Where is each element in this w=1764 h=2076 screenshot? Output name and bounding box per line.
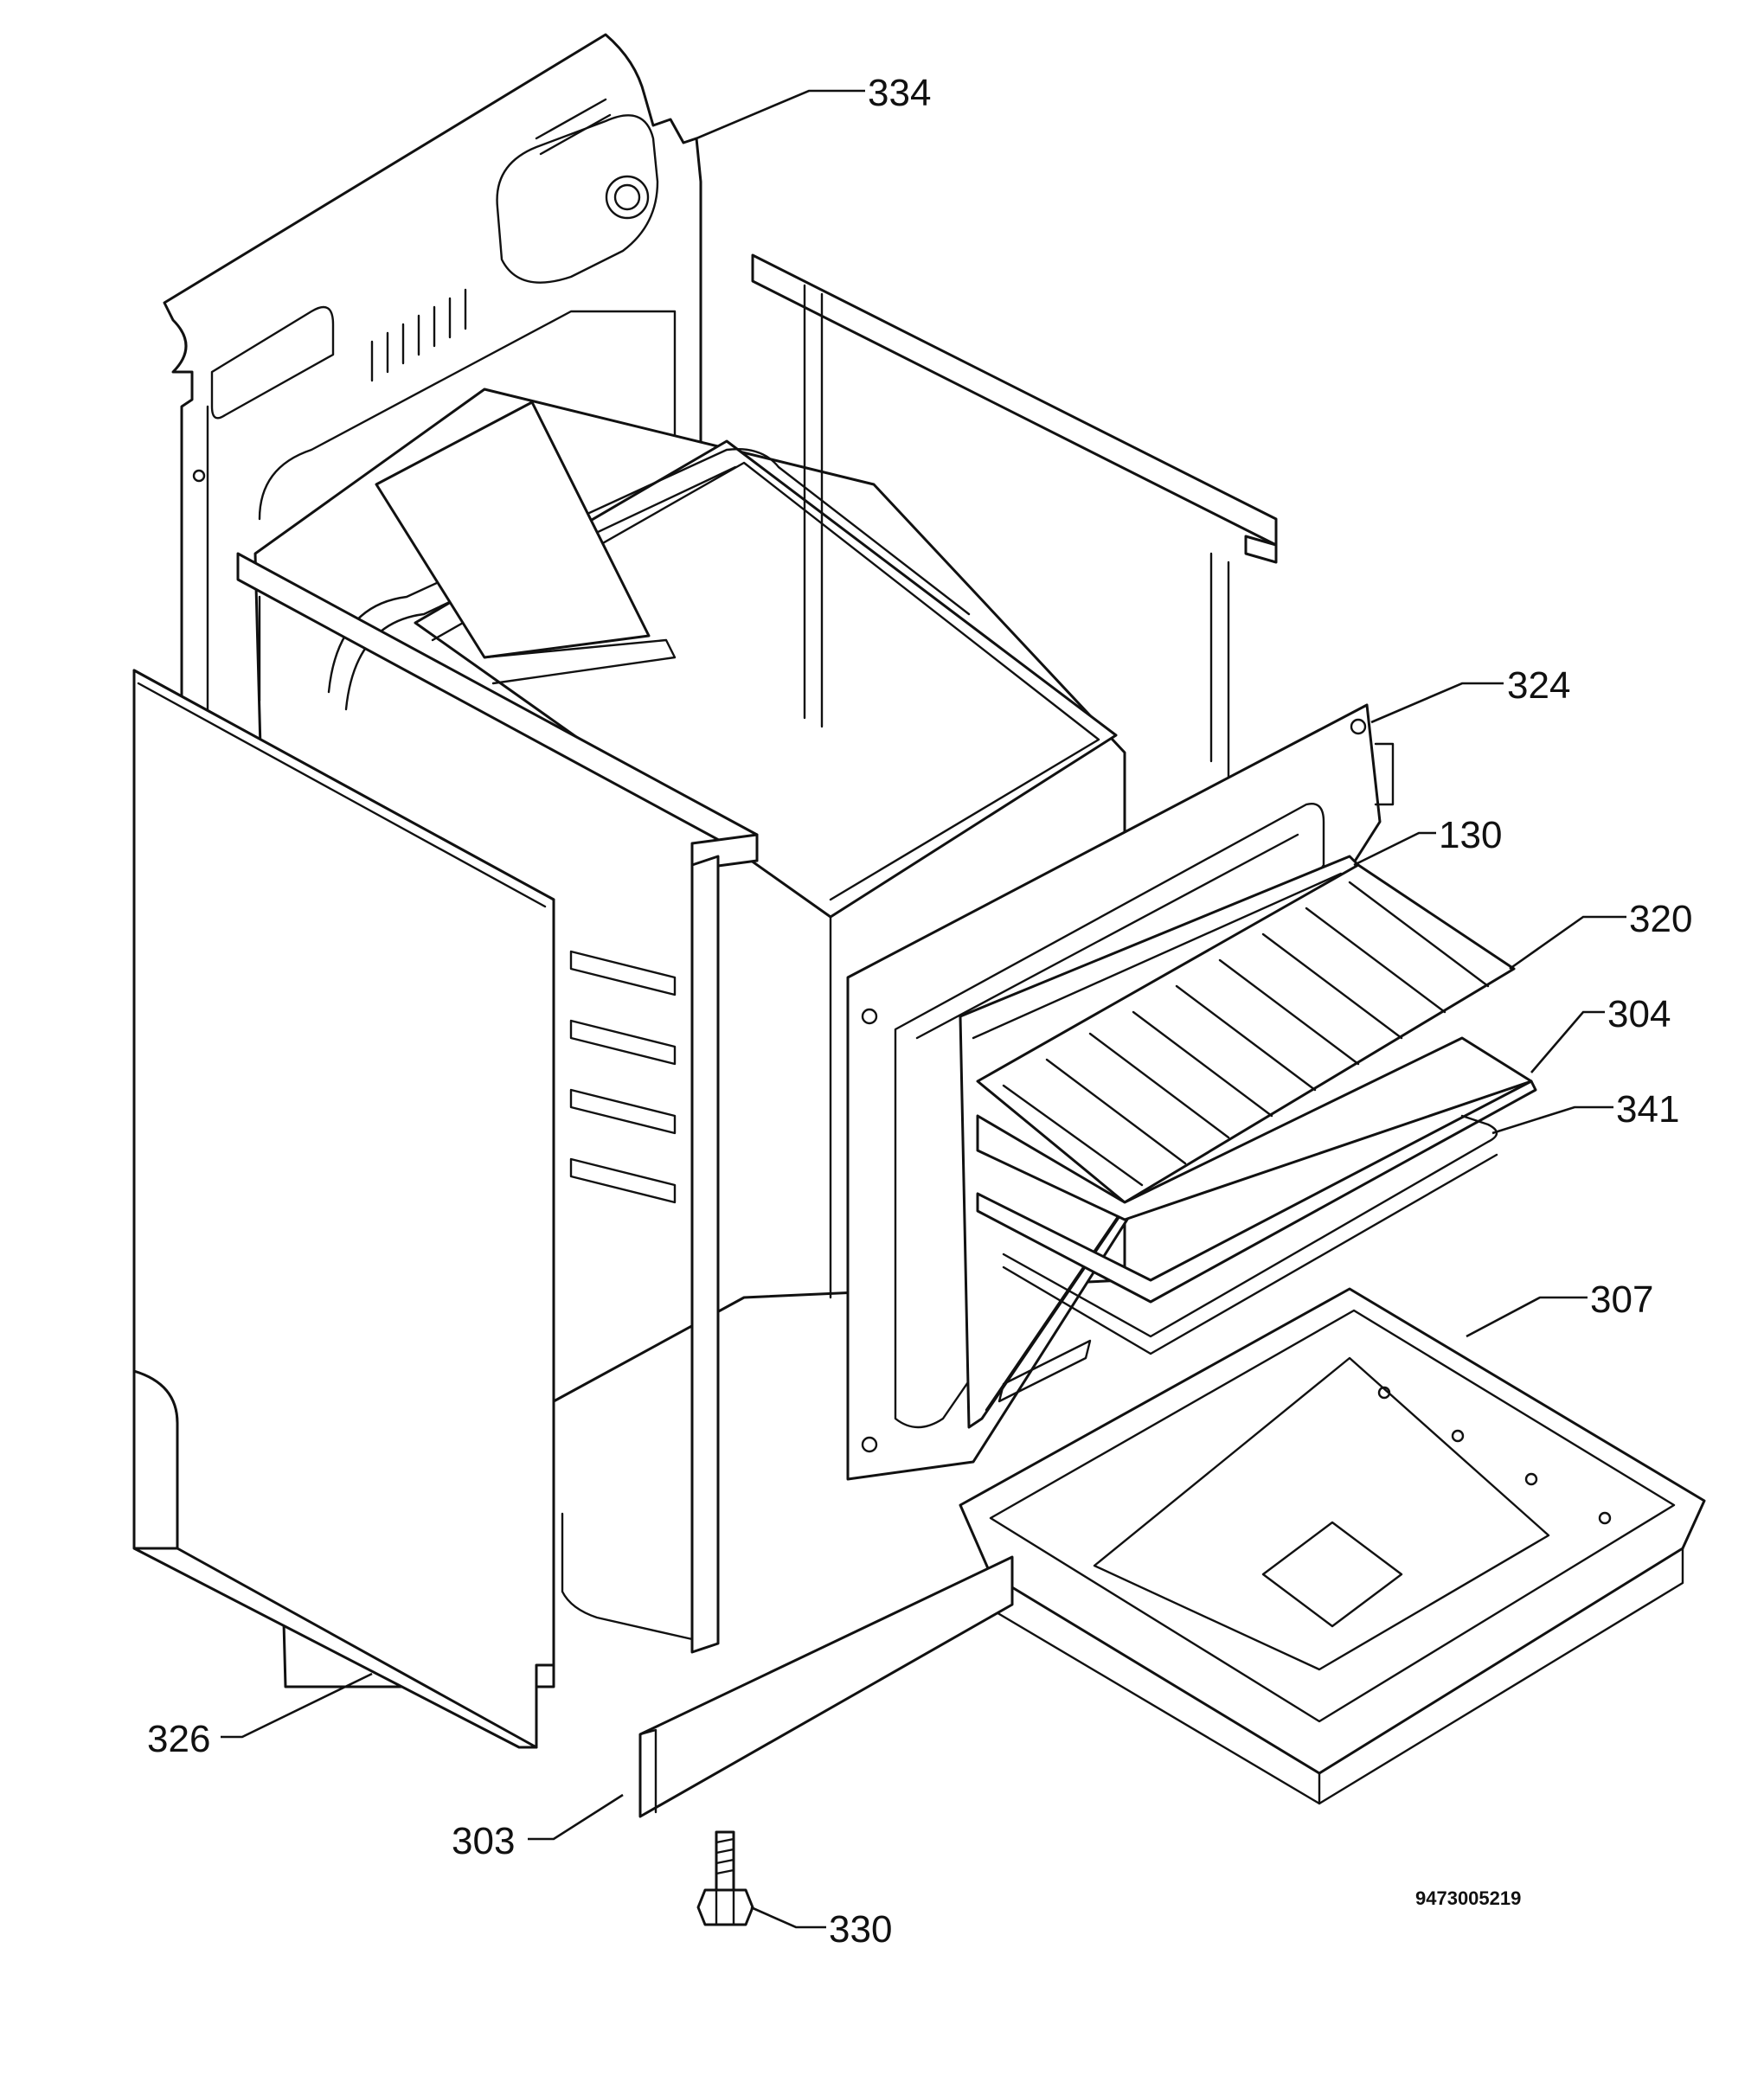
part-label-326: 326 — [147, 1718, 210, 1760]
baking-tray-304-drawing — [976, 1036, 1537, 1304]
top-rail-drawing — [236, 253, 1278, 1654]
part-labels: 334 324 130 320 304 341 307 326 303 330 … — [147, 72, 1692, 1951]
part-label-334: 334 — [868, 72, 931, 114]
part-label-320: 320 — [1629, 898, 1692, 940]
part-label-130: 130 — [1439, 814, 1502, 856]
wire-shelf-320-drawing — [976, 863, 1516, 1204]
wire-rack-341-drawing — [1002, 1114, 1498, 1355]
diagram-code: 9473005219 — [1415, 1887, 1521, 1909]
part-label-324: 324 — [1507, 664, 1570, 707]
part-label-304: 304 — [1607, 993, 1671, 1035]
part-label-303: 303 — [452, 1820, 515, 1862]
side-panel-326-drawing — [132, 669, 555, 1749]
part-label-307: 307 — [1590, 1278, 1653, 1321]
part-label-330: 330 — [829, 1908, 892, 1951]
leader-lines — [221, 89, 1626, 1929]
foot-screw-330-drawing — [696, 1830, 754, 1926]
kick-strip-303-drawing — [638, 1555, 1014, 1818]
part-label-341: 341 — [1616, 1088, 1679, 1131]
